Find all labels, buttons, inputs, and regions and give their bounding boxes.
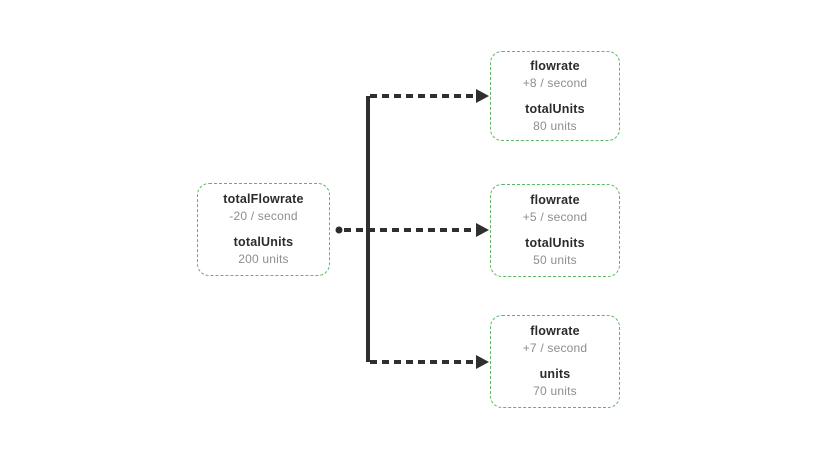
field-value: 200 units [238,252,289,266]
field-label: totalUnits [525,101,585,116]
field-value: 80 units [533,118,577,133]
arrowhead-middle-icon [476,223,489,237]
node-total-flowrate[interactable]: totalFlowrate -20 / second totalUnits 20… [197,183,330,276]
field-label: totalUnits [525,236,585,250]
node-field: totalFlowrate -20 / second [223,191,303,225]
field-value: -20 / second [229,209,298,223]
node-field: flowrate +7 / second [523,323,588,357]
source-handle[interactable] [335,226,343,234]
node-field: units 70 units [533,366,577,400]
field-value: 70 units [533,384,577,398]
field-label: flowrate [530,324,580,338]
node-flowrate-bottom[interactable]: flowrate +7 / second units 70 units [490,315,620,408]
node-field: flowrate +5 / second [523,192,588,226]
node-field: totalUnits 80 units [525,101,585,135]
field-label: totalFlowrate [223,192,304,206]
field-value: 50 units [533,253,577,267]
field-label: totalUnits [233,235,294,249]
field-value: +8 / second [522,75,588,90]
arrowhead-top-icon [476,89,489,103]
node-field: totalUnits 200 units [234,234,294,268]
node-flowrate-top[interactable]: flowrate +8 / second totalUnits 80 units [490,51,620,141]
field-value: +7 / second [522,341,588,355]
field-value: +5 / second [522,210,588,224]
node-field: totalUnits 50 units [525,235,585,269]
node-field: flowrate +8 / second [523,58,588,92]
arrowhead-bottom-icon [476,355,489,369]
field-label: flowrate [530,193,580,207]
node-flowrate-middle[interactable]: flowrate +5 / second totalUnits 50 units [490,184,620,277]
field-label: units [539,367,571,381]
field-label: flowrate [530,58,580,73]
